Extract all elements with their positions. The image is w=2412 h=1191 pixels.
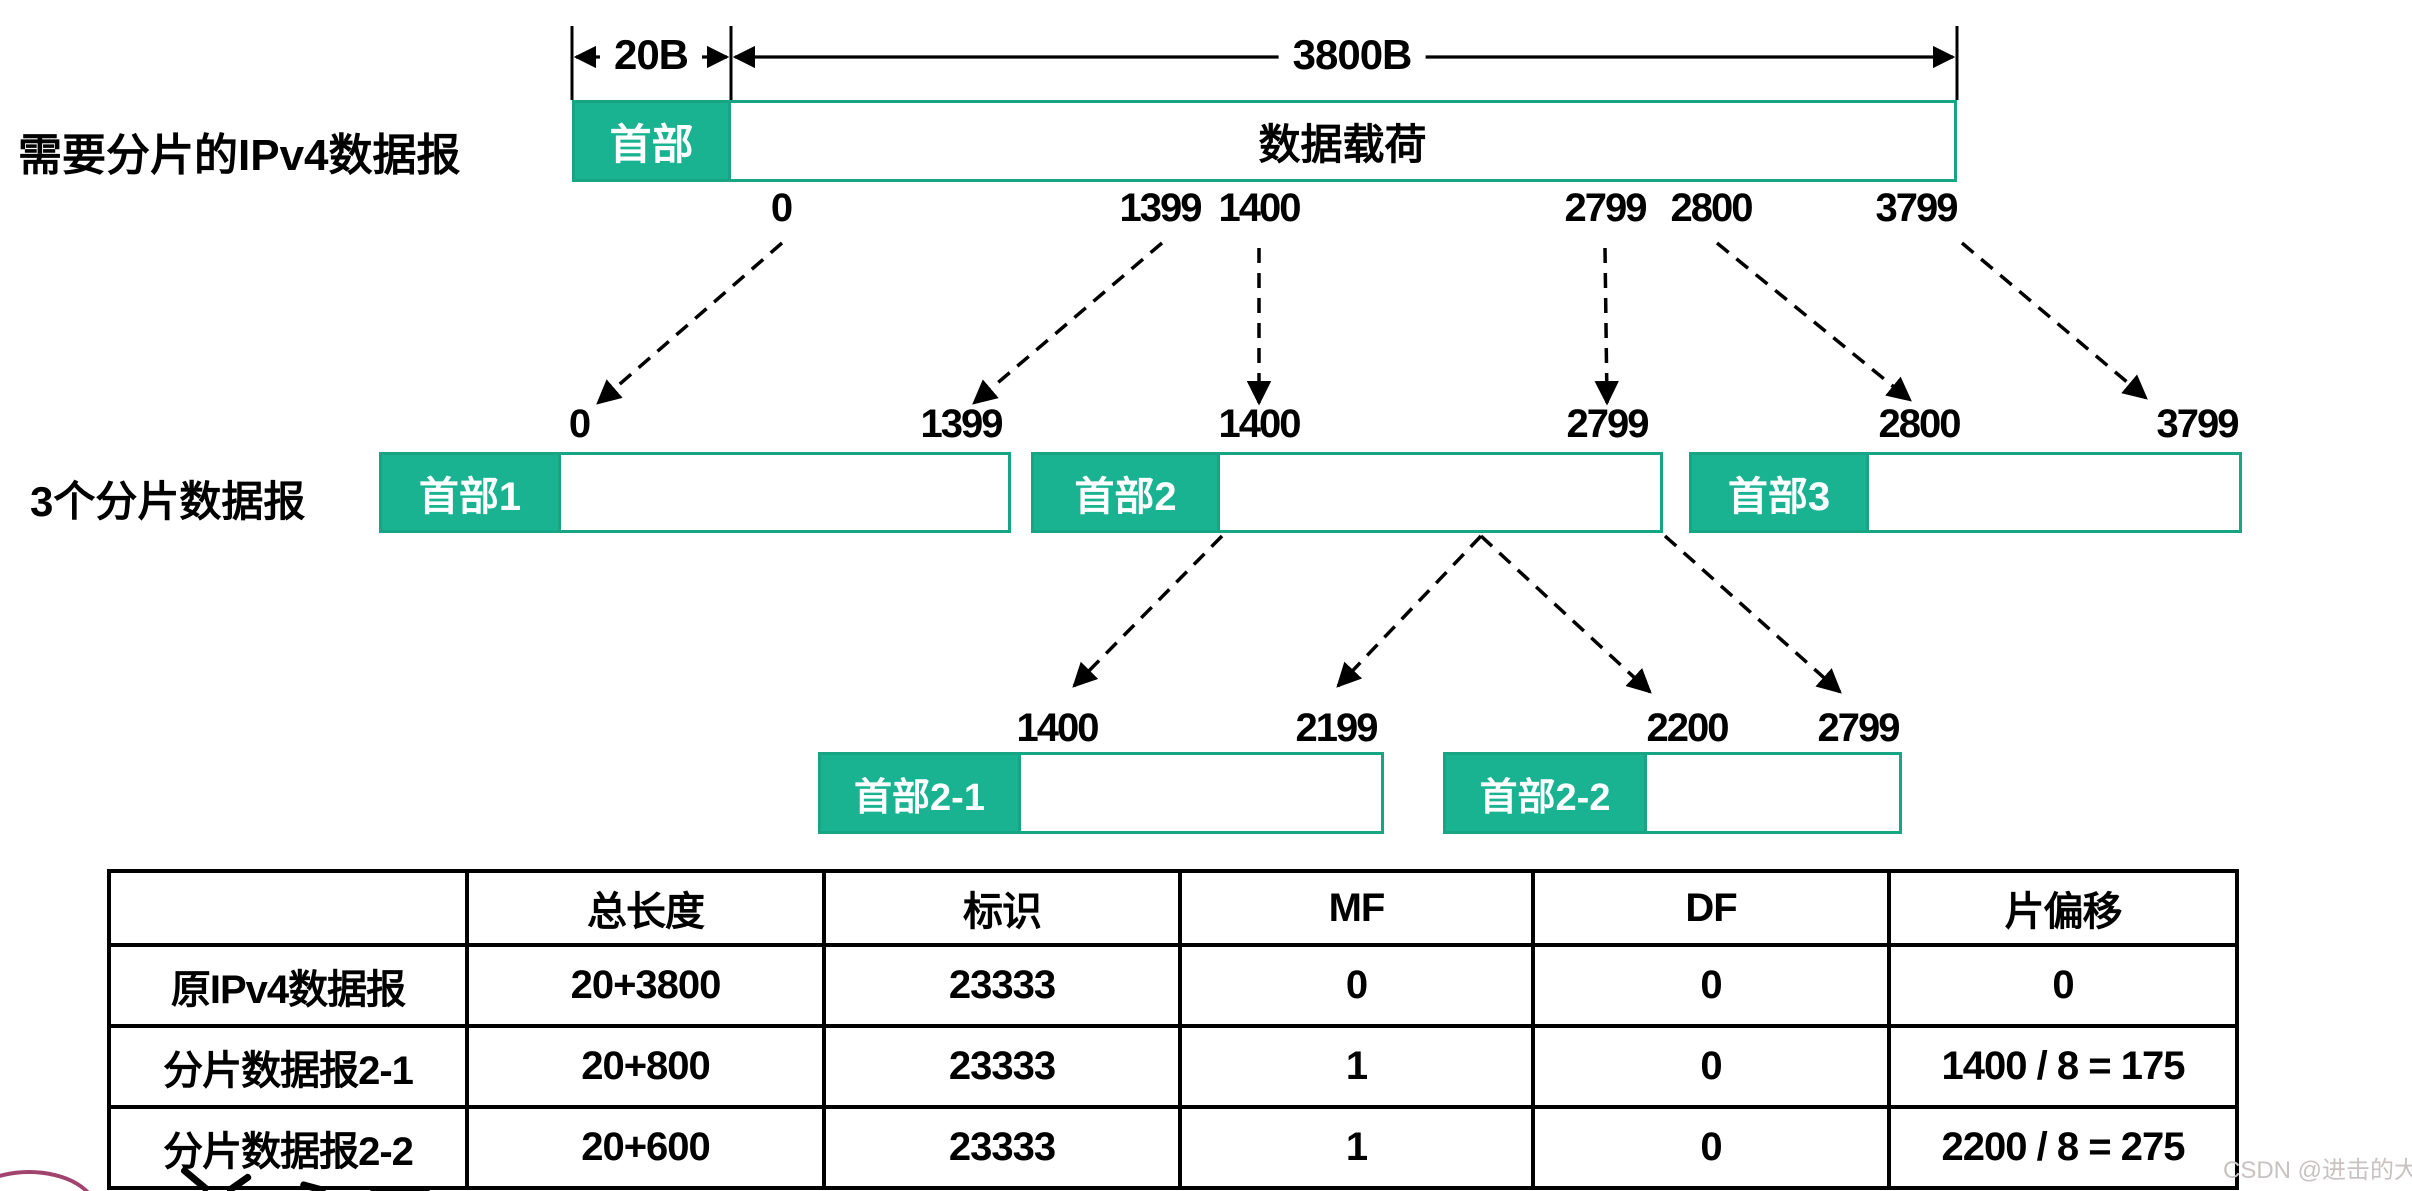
col-header-empty (107, 869, 469, 947)
split-arrow-0 (596, 241, 784, 405)
cell-id: 23333 (822, 1105, 1182, 1190)
fragment-scale-1400: 1400 (1218, 402, 1302, 446)
cell-total-length: 20+600 (465, 1105, 826, 1190)
cell-id: 23333 (822, 1024, 1182, 1109)
fragment-scale-2800: 2800 (1878, 402, 1962, 446)
corner-doodle-arc (0, 1170, 98, 1191)
resplit-arrow-2799 (1663, 534, 1842, 694)
csdn-watermark: CSDN @进击的大爷 (2223, 1157, 2412, 1184)
fragment-scale-2799: 2799 (1566, 402, 1650, 446)
fragment-1-packet: 首部1 (379, 452, 1011, 533)
payload-size-label: 3800B (1278, 31, 1426, 79)
fragment-2-packet: 首部2 (1031, 452, 1663, 533)
fragments-row-label: 3个分片数据报 (30, 478, 306, 525)
subfragment-22-header-cell: 首部2-2 (1443, 752, 1647, 834)
fragment-3-packet: 首部3 (1689, 452, 2242, 533)
fragmentation-table: 总长度 标识 MF DF 片偏移 原IPv4数据报 20+3800 23333 … (107, 869, 2239, 1190)
split-arrow-2800 (1715, 241, 1912, 402)
source-scale-1399: 1399 (1119, 186, 1203, 230)
subfragment-22-payload-cell (1647, 752, 1902, 834)
table-row: 原IPv4数据报 20+3800 23333 0 0 0 (107, 943, 2239, 1028)
fragment-scale-1399: 1399 (920, 402, 1004, 446)
source-scale-2800: 2800 (1670, 186, 1754, 230)
subfragment-21-payload-cell (1021, 752, 1384, 834)
resplit-arrow-2199 (1336, 534, 1483, 688)
fragment-1-payload-cell (561, 452, 1011, 533)
cell-mf: 0 (1178, 943, 1535, 1028)
fragment-scale-3799: 3799 (2156, 402, 2240, 446)
cell-total-length: 20+800 (465, 1024, 826, 1109)
row-label-frag-21: 分片数据报2-1 (107, 1024, 469, 1109)
col-header-total-length: 总长度 (465, 869, 826, 947)
col-header-id: 标识 (822, 869, 1182, 947)
cell-total-length: 20+3800 (465, 943, 826, 1028)
cell-frag-offset: 1400 / 8 = 175 (1887, 1024, 2239, 1109)
fragment-3-header-cell: 首部3 (1689, 452, 1869, 533)
col-header-mf: MF (1178, 869, 1535, 947)
source-scale-0: 0 (770, 186, 793, 230)
fragment-2-payload-cell (1220, 452, 1663, 533)
resplit-arrow-2200 (1479, 534, 1652, 694)
subfragment-21-packet: 首部2-1 (818, 752, 1384, 834)
split-arrow-2799 (1594, 247, 1619, 406)
header-size-label: 20B (599, 31, 703, 79)
resplit-arrow-1400 (1072, 534, 1224, 688)
source-header-cell: 首部 (572, 100, 731, 182)
split-arrow-1399 (972, 241, 1164, 405)
table-row: 分片数据报2-1 20+800 23333 1 0 1400 / 8 = 175 (107, 1024, 2239, 1109)
cell-frag-offset: 2200 / 8 = 275 (1887, 1105, 2239, 1190)
table-header-row: 总长度 标识 MF DF 片偏移 (107, 869, 2239, 947)
source-row-label: 需要分片的IPv4数据报 (18, 131, 461, 180)
subfragment-scale-2799: 2799 (1817, 706, 1901, 750)
source-scale-1400: 1400 (1218, 186, 1302, 230)
row-label-frag-22: 分片数据报2-2 (107, 1105, 469, 1190)
subfragment-21-header-cell: 首部2-1 (818, 752, 1021, 834)
split-arrow-3799 (1960, 241, 2148, 400)
subfragment-scale-2200: 2200 (1646, 706, 1730, 750)
cell-id: 23333 (822, 943, 1182, 1028)
subfragment-scale-1400: 1400 (1016, 706, 1100, 750)
fragment-3-payload-cell (1869, 452, 2242, 533)
cell-mf: 1 (1178, 1024, 1535, 1109)
source-packet: 首部 数据载荷 (572, 100, 1957, 182)
subfragment-22-packet: 首部2-2 (1443, 752, 1902, 834)
row-label-original: 原IPv4数据报 (107, 943, 469, 1028)
fragment-2-header-cell: 首部2 (1031, 452, 1220, 533)
fragment-scale-0: 0 (568, 402, 591, 446)
corner-doodle-stroke (370, 1186, 430, 1191)
source-payload-cell: 数据载荷 (731, 100, 1957, 182)
col-header-frag-offset: 片偏移 (1887, 869, 2239, 947)
fragment-1-header-cell: 首部1 (379, 452, 561, 533)
cell-frag-offset: 0 (1887, 943, 2239, 1028)
cell-df: 0 (1531, 1024, 1891, 1109)
col-header-df: DF (1531, 869, 1891, 947)
cell-df: 0 (1531, 943, 1891, 1028)
source-scale-3799: 3799 (1875, 186, 1959, 230)
subfragment-scale-2199: 2199 (1295, 706, 1379, 750)
table-row: 分片数据报2-2 20+600 23333 1 0 2200 / 8 = 275 (107, 1105, 2239, 1190)
source-scale-2799: 2799 (1564, 186, 1648, 230)
cell-mf: 1 (1178, 1105, 1535, 1190)
cell-df: 0 (1531, 1105, 1891, 1190)
